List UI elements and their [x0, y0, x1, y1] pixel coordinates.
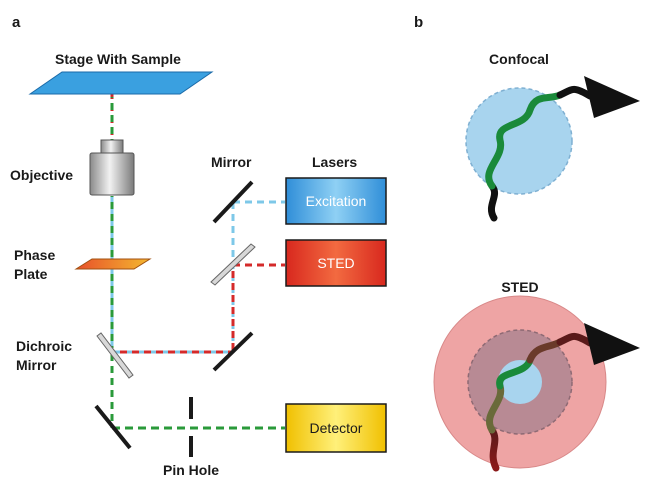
sted-molecule: [486, 323, 640, 472]
bottom-mirror: [94, 404, 132, 450]
lasers-label: Lasers: [312, 154, 357, 170]
beam-combiner-mirror: [210, 243, 256, 286]
top-mirror: [212, 180, 254, 224]
detector-label: Detector: [310, 420, 363, 436]
beam-paths: [110, 92, 285, 430]
sted-arrow-icon: [584, 323, 640, 365]
objective-label: Objective: [10, 167, 73, 183]
dichroic-mirror: [96, 332, 134, 379]
detector-box: [285, 403, 387, 453]
dichroic-label-1: Dichroic: [16, 338, 72, 354]
sample-stage: [28, 71, 214, 95]
stage-label: Stage With Sample: [55, 51, 181, 67]
sted-laser-box: [285, 239, 387, 287]
corner-mirror: [212, 331, 254, 372]
phase-plate-label-2: Plate: [14, 266, 48, 282]
pinhole-label: Pin Hole: [163, 462, 219, 478]
objective-lens: [89, 139, 135, 196]
sted-laser-label: STED: [317, 255, 354, 271]
confocal-arrow-icon: [584, 76, 640, 118]
phase-plate: [74, 258, 152, 270]
dichroic-label-2: Mirror: [16, 357, 57, 373]
panel-label-b: b: [414, 14, 423, 31]
excitation-laser-label: Excitation: [306, 193, 367, 209]
sted-label: STED: [501, 279, 538, 295]
confocal-spot: [465, 87, 573, 195]
excitation-laser-box: [285, 177, 387, 225]
confocal-label: Confocal: [489, 51, 549, 67]
confocal-molecule: [485, 76, 640, 222]
phase-plate-label-1: Phase: [14, 247, 55, 263]
mirror-label: Mirror: [211, 154, 252, 170]
panel-label-a: a: [12, 14, 21, 31]
